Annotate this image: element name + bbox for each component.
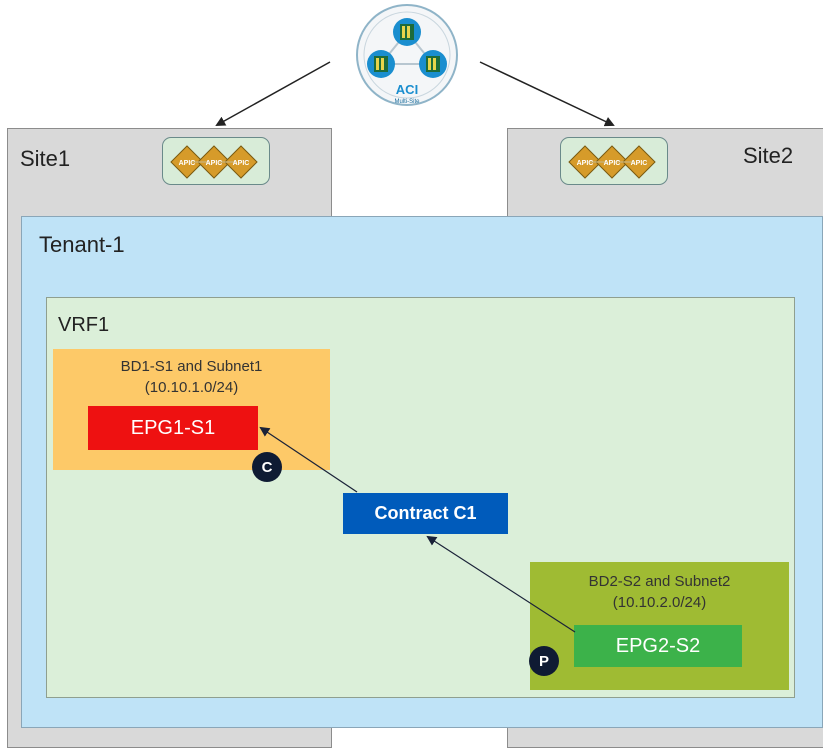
bd2-line1: BD2-S2 and Subnet2 [588, 573, 731, 590]
epg2-box[interactable]: EPG2-S2 [574, 625, 742, 667]
bd2-label: BD2-S2 and Subnet2 (10.10.2.0/24) [530, 571, 789, 613]
apic-label: APIC [577, 160, 594, 167]
apic-cluster-site1: APIC APIC APIC [162, 137, 270, 185]
arrow-to-site2 [479, 61, 615, 127]
site1-label: Site1 [20, 146, 71, 171]
vrf-label: VRF1 [58, 314, 110, 336]
apic-label: APIC [233, 160, 250, 167]
tenant-label: Tenant-1 [39, 232, 125, 257]
consumer-badge: C [252, 452, 282, 482]
contract-c1[interactable]: Contract C1 [343, 493, 508, 534]
bd1-subnet: (10.10.1.0/24) [144, 379, 239, 396]
apic-label: APIC [206, 160, 223, 167]
aci-subtitle: Multi-Site [394, 99, 420, 105]
apic-cluster-icon: APIC APIC APIC [170, 145, 258, 179]
aci-title: ACI [396, 82, 418, 97]
bd1-line1: BD1-S1 and Subnet1 [120, 358, 263, 375]
provider-badge: P [529, 646, 559, 676]
apic-label: APIC [631, 160, 648, 167]
arrow-to-site1 [215, 61, 331, 126]
epg1-box[interactable]: EPG1-S1 [88, 406, 258, 450]
site2-label: Site2 [743, 143, 794, 168]
bd2-subnet: (10.10.2.0/24) [612, 594, 707, 611]
apic-cluster-icon: APIC APIC APIC [568, 145, 656, 179]
bd1-label: BD1-S1 and Subnet1 (10.10.1.0/24) [53, 356, 330, 398]
arrow-contract-to-epg1 [259, 426, 358, 493]
aci-multisite-icon: ACI Multi-Site [356, 4, 458, 106]
apic-label: APIC [604, 160, 621, 167]
apic-label: APIC [179, 160, 196, 167]
arrow-epg2-to-contract [426, 535, 576, 633]
apic-cluster-site2: APIC APIC APIC [560, 137, 668, 185]
